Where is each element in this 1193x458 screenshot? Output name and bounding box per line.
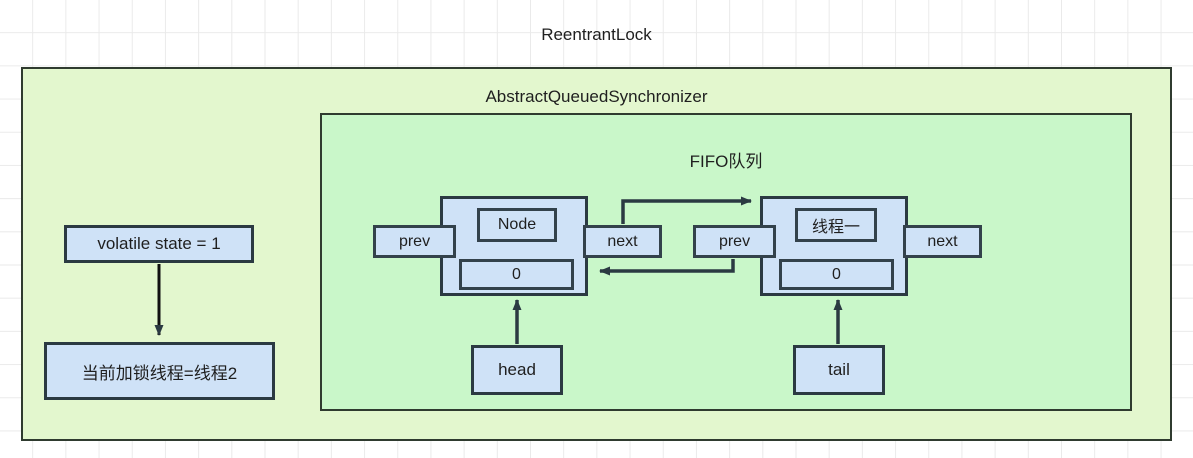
queue-node-1-next: next [583,225,662,258]
queue-node-1-payload: Node [477,208,557,242]
tail-pointer-box: tail [793,345,885,395]
queue-node-2-next: next [903,225,982,258]
queue-node-2-prev: prev [693,225,776,258]
volatile-state-box: volatile state = 1 [64,225,254,263]
queue-node-1-waitstatus: 0 [459,259,574,290]
current-lock-owner-box: 当前加锁线程=线程2 [44,342,275,400]
abstract-queued-synchronizer-label: AbstractQueuedSynchronizer [485,87,708,106]
queue-node-1-prev: prev [373,225,456,258]
diagram-title: ReentrantLock [541,25,652,44]
head-pointer-box: head [471,345,563,395]
queue-node-2-payload: 线程一 [795,208,877,242]
queue-node-2-waitstatus: 0 [779,259,894,290]
fifo-queue-label: FIFO队列 [689,152,763,171]
